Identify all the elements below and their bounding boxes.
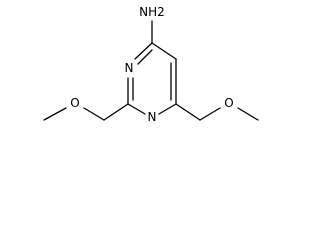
molecule-structure: NH2 N N O O [43, 5, 259, 124]
bond-ch2-o-right [199, 107, 221, 121]
bond-n3-c4-inner [137, 49, 153, 65]
ether-oxygen-right-label: O [224, 96, 233, 110]
ether-oxygen-left-label: O [70, 96, 79, 110]
ring-nitrogen-upper-label: N [125, 61, 134, 75]
amine-label: NH2 [139, 5, 165, 19]
ring-nitrogen-lower-label: N [148, 110, 157, 124]
bond-c2-ch2-left [103, 103, 129, 121]
bond-ch2-o-left [83, 107, 105, 121]
bond-n3-c4 [134, 42, 153, 60]
bond-c6-ch2-right [175, 103, 201, 121]
bond-n1-c2 [127, 103, 146, 115]
bond-c4-c5 [151, 42, 177, 60]
bond-c6-n1 [158, 103, 177, 115]
bond-o-ch3-left [43, 107, 67, 121]
bond-o-ch3-right [237, 107, 259, 121]
